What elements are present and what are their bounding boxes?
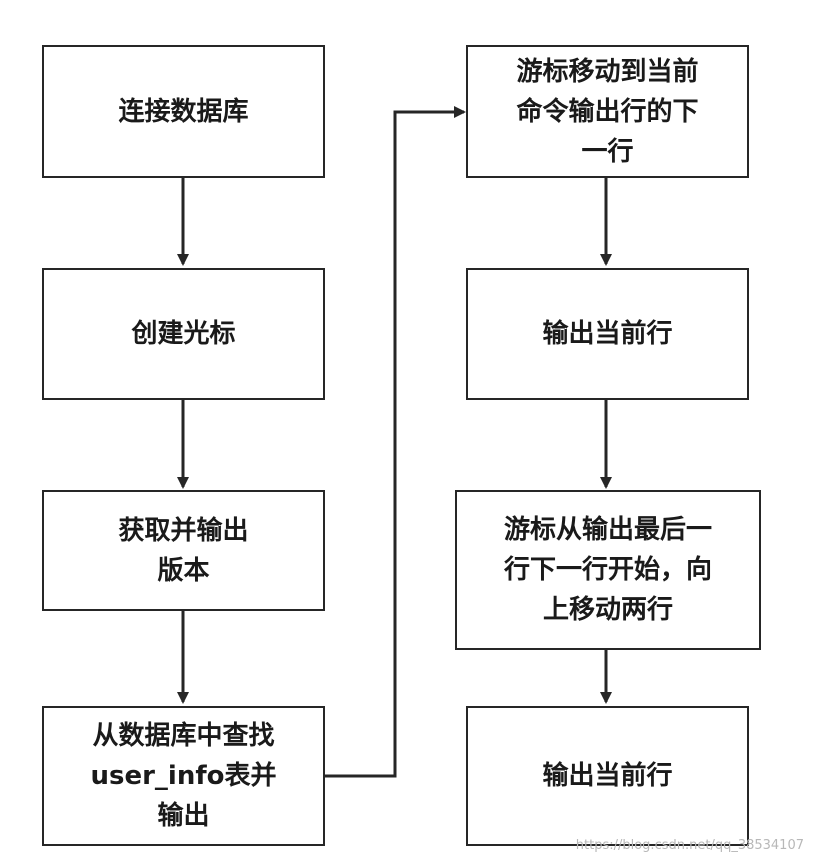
node-create-cursor-label: 创建光标 (131, 319, 236, 349)
node-create-cursor: 创建光标 (42, 268, 325, 400)
node-query-user-info: 从数据库中查找 user_info表并 输出 (42, 706, 325, 846)
node-query-user-info-label: 从数据库中查找 user_info表并 输出 (90, 721, 277, 831)
node-get-version: 获取并输出 版本 (42, 490, 325, 611)
node-move-cursor-up-label: 游标从输出最后一 行下一行开始，向 上移动两行 (503, 515, 712, 625)
node-output-row-2: 输出当前行 (466, 706, 749, 846)
watermark-text: https://blog.csdn.net/qq_38534107 (575, 838, 804, 853)
node-move-cursor-next: 游标移动到当前 命令输出行的下 一行 (466, 45, 749, 178)
node-output-row-1-label: 输出当前行 (542, 319, 673, 349)
node-connect-db-label: 连接数据库 (118, 96, 249, 127)
node-move-cursor-next-label: 游标移动到当前 命令输出行的下 一行 (516, 56, 699, 167)
node-output-row-1: 输出当前行 (466, 268, 749, 400)
edge-query-to-move-next (324, 106, 466, 778)
node-move-cursor-up: 游标从输出最后一 行下一行开始，向 上移动两行 (455, 490, 761, 650)
node-connect-db: 连接数据库 (42, 45, 325, 178)
node-get-version-label: 获取并输出 版本 (118, 515, 249, 586)
node-output-row-2-label: 输出当前行 (542, 761, 673, 791)
